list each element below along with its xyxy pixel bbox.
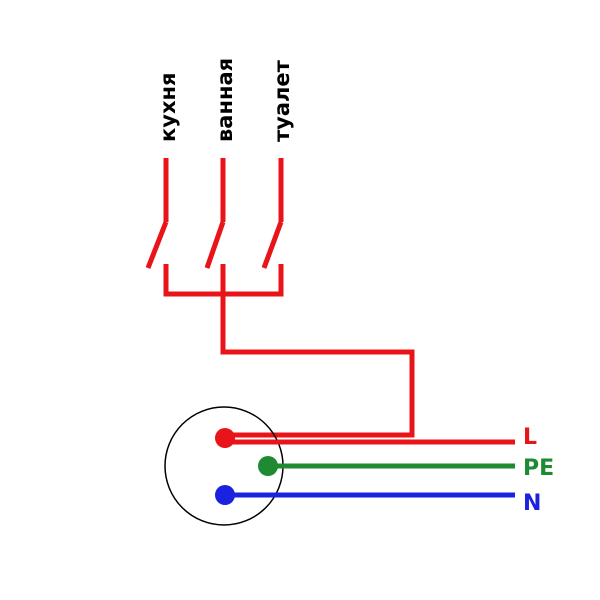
ground-label: PE	[523, 456, 554, 481]
switch-kitchen	[145, 158, 169, 296]
switch-label-bathroom: ванная	[213, 58, 237, 142]
phase-label: L	[523, 425, 537, 450]
neutral-terminal	[215, 485, 235, 505]
ground-terminal	[258, 456, 278, 476]
switch-bathroom	[204, 158, 226, 296]
switch-toilet	[261, 158, 284, 296]
phase-feed-wire	[220, 294, 415, 438]
phase-terminal	[215, 428, 235, 448]
neutral-label: N	[523, 491, 541, 516]
switch-label-toilet: туалет	[270, 59, 294, 142]
switch-label-kitchen: кухня	[156, 73, 180, 142]
